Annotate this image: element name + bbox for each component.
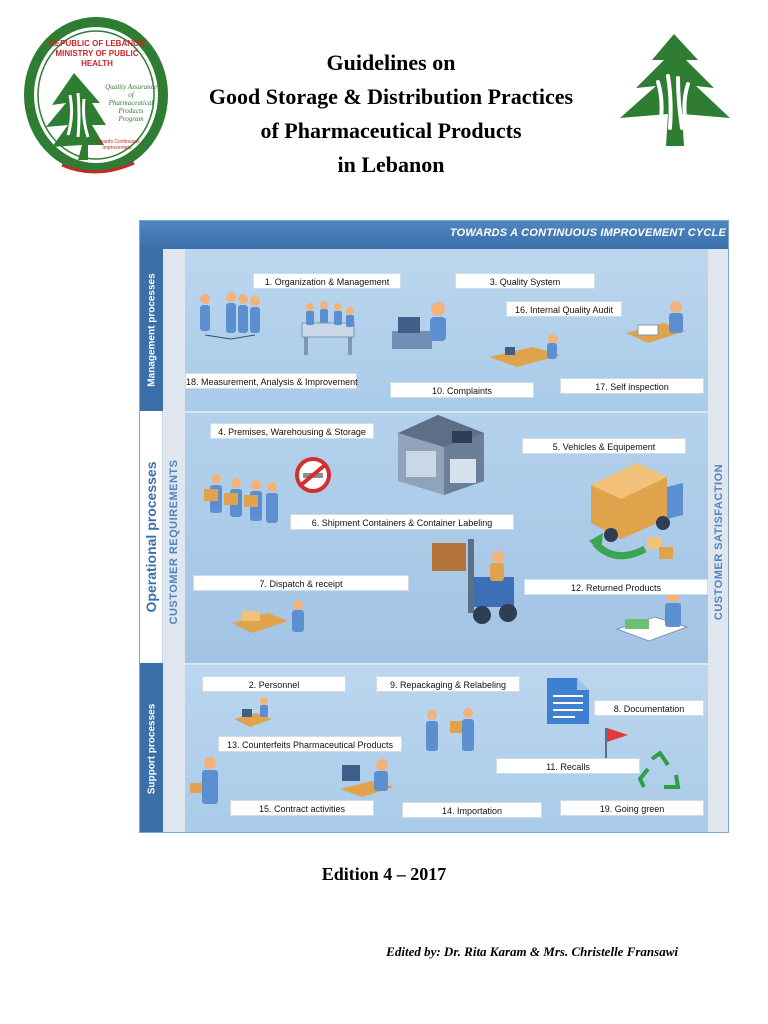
title-line-4: in Lebanon [337,152,445,177]
dispatch-desk-icon [232,600,304,633]
band-support-label: Support processes [146,703,157,794]
seal-inner-line: Program [118,115,144,123]
contractor-person-icon [190,757,218,804]
delivery-truck-icon [589,463,683,560]
seal-inner-line: of [128,91,134,99]
customer-requirements-label: CUSTOMER REQUIREMENTS [168,459,180,624]
process-box-recalls: 11. Recalls [496,758,640,774]
process-box-quality-system: 3. Quality System [455,273,595,289]
diagram-banner: TOWARDS A CONTINUOUS IMPROVEMENT CYCLE [140,221,728,249]
seal-arc-top: REPUBLIC OF LEBANON [49,39,145,48]
band-operational-label: Operational processes [143,461,159,613]
document-title: Guidelines on Good Storage & Distributio… [170,46,612,182]
process-box-organization: 1. Organization & Management [253,273,401,289]
auditor-desk-icon [626,301,686,343]
band-operational: Operational processes [140,411,163,663]
process-box-repackaging: 9. Repackaging & Relabeling [376,676,520,692]
counterfeit-checker-icon [340,759,394,797]
process-box-internal-audit: 16. Internal Quality Audit [506,301,622,317]
title-line-3: of Pharmaceutical Products [260,118,522,143]
process-box-vehicles: 5. Vehicles & Equipement [522,438,686,454]
band-management-label: Management processes [146,273,157,387]
seal-arc-sub: MINISTRY OF PUBLIC HEALTH [55,49,139,68]
seal-bottom-line: Towards Continuous [94,139,140,145]
cedar-tree-logo [612,30,736,154]
process-box-going-green: 19. Going green [560,800,704,816]
process-box-personnel: 2. Personnel [202,676,346,692]
process-box-premises: 4. Premises, Warehousing & Storage [210,423,374,439]
people-group-icon [200,292,260,340]
process-box-importation: 14. Importation [402,802,542,818]
process-box-shipment-containers: 6. Shipment Containers & Container Label… [290,514,514,530]
recall-flag-icon [605,728,628,762]
helpdesk-operator-icon [392,302,446,349]
process-box-contract-activities: 15. Contract activities [230,800,374,816]
improvement-cycle-diagram: TOWARDS A CONTINUOUS IMPROVEMENT CYCLE M… [139,220,729,833]
edition-label: Edition 4 – 2017 [321,864,447,884]
process-box-documentation: 8. Documentation [594,700,704,716]
section-divider [185,411,708,413]
forklift-icon [432,539,517,624]
workers-with-boxes-icon [204,474,278,523]
band-management: Management processes [140,249,163,411]
banner-text: TOWARDS A CONTINUOUS IMPROVEMENT CYCLE [449,227,726,239]
process-box-returned-products: 12. Returned Products [524,579,708,595]
title-line-1: Guidelines on [326,50,456,75]
desk-workers-icon [489,334,561,367]
customer-requirements-bar: CUSTOMER REQUIREMENTS [163,249,185,832]
title-line-2: Good Storage & Distribution Practices [208,84,574,109]
process-box-measurement: 18. Measurement, Analysis & Improvement [185,373,358,389]
no-smoking-icon [295,457,331,493]
process-box-dispatch: 7. Dispatch & receipt [193,575,409,591]
seal-inner-line: Pharmaceutical Products [108,99,154,115]
returned-products-desk-icon [615,588,689,642]
ministry-seal-logo: REPUBLIC OF LEBANON MINISTRY OF PUBLIC H… [22,15,170,175]
band-support: Support processes [140,663,163,832]
personnel-desk-icon [234,697,272,727]
repackaging-workers-icon [426,708,474,751]
customer-satisfaction-bar: CUSTOMER SATISFACTION [708,249,728,832]
process-box-self-inspection: 17. Self inspection [560,378,704,394]
recycle-icon [638,751,681,789]
section-divider [185,663,708,665]
process-box-complaints: 10. Complaints [390,382,534,398]
seal-bottom-line: Improvement [102,145,132,151]
edited-by-label: Edited by: Dr. Rita Karam & Mrs. Christe… [386,944,678,959]
seal-inner-line: Quality Assurance [105,83,157,91]
process-box-counterfeits: 13. Counterfeits Pharmaceutical Products [218,736,402,752]
warehouse-building-icon [398,415,484,495]
meeting-table-icon [301,301,355,355]
customer-satisfaction-label: CUSTOMER SATISFACTION [713,463,725,620]
document-icon [547,678,589,724]
